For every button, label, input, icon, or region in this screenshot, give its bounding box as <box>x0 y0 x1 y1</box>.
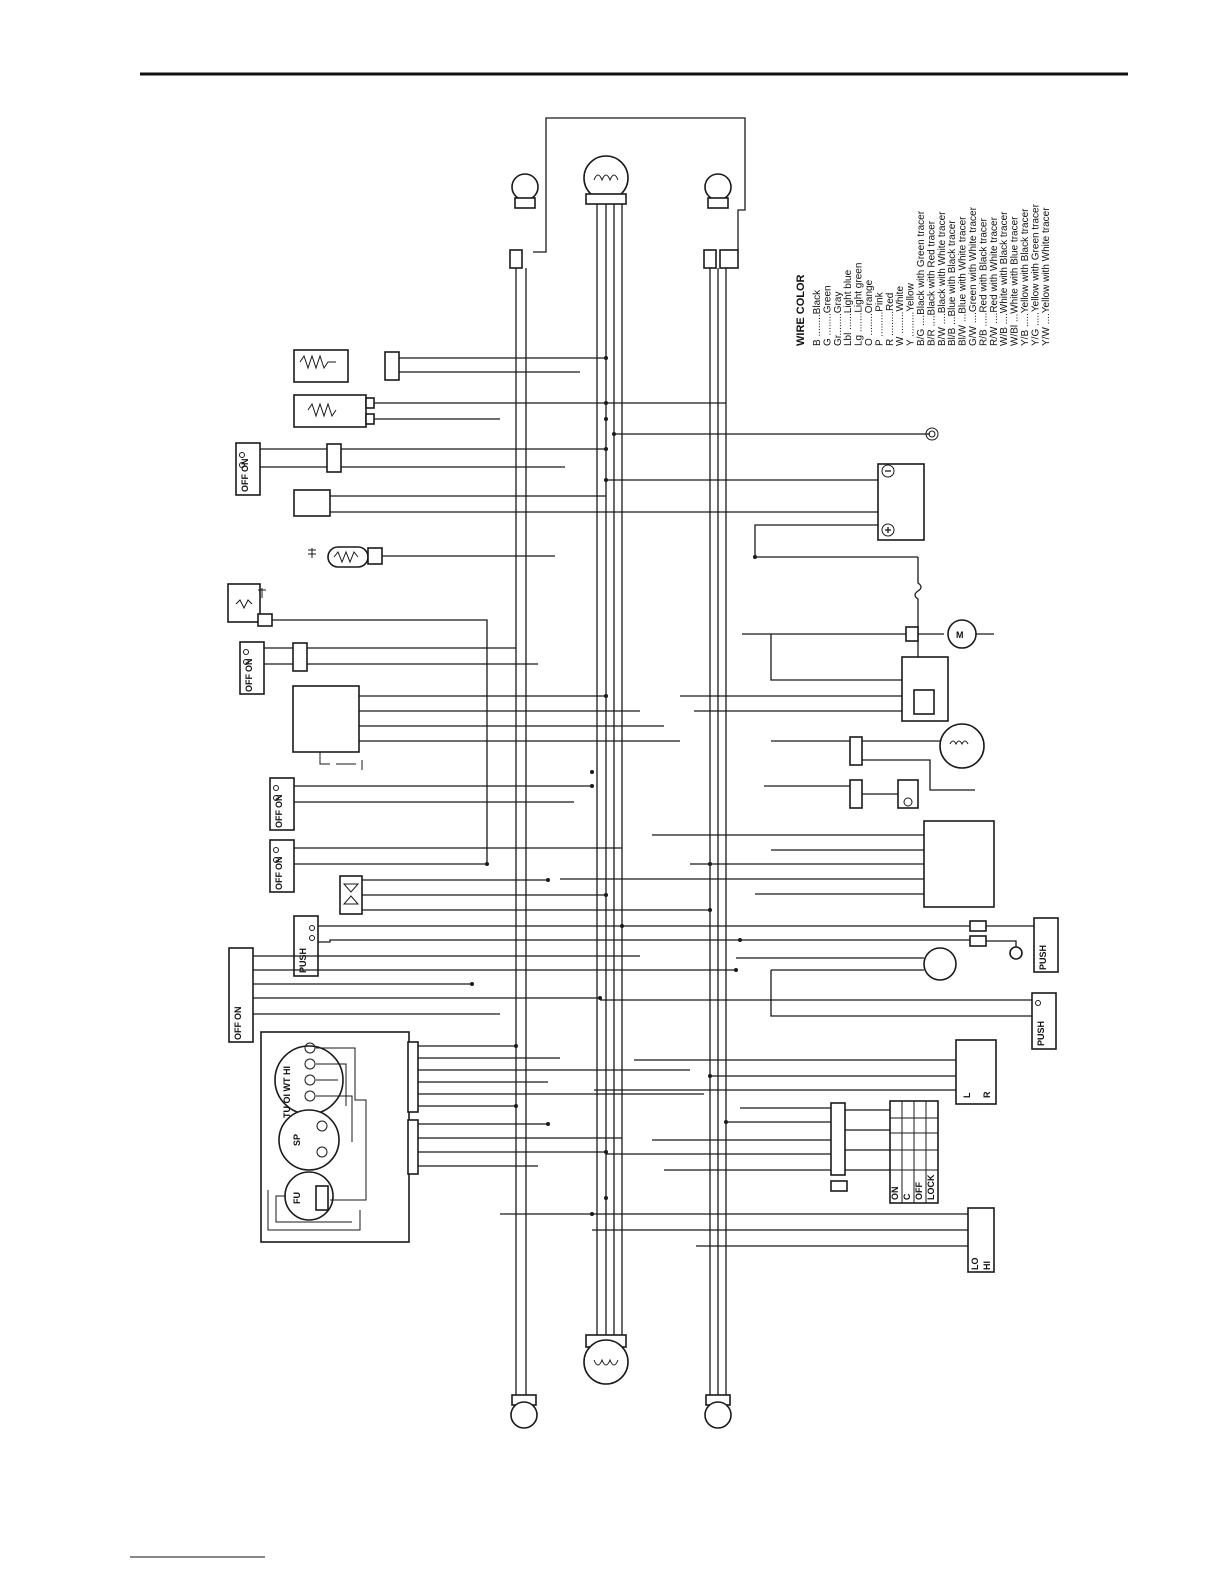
starter-relay <box>680 634 949 722</box>
legend-entry: Lbl ......Light blue <box>843 269 854 346</box>
legend-entry: Y/B .....Yellow with Black tracer <box>1020 208 1031 346</box>
diode-assembly <box>339 875 710 915</box>
speedometer-label: SP <box>292 1134 302 1146</box>
junction-dots <box>470 356 757 1216</box>
horn <box>736 947 1032 1017</box>
legend-entry: B/G ....Black with Green tracer <box>916 210 927 346</box>
ground-symbol-top <box>614 427 939 441</box>
push-switch-right: PUSH <box>969 917 1059 973</box>
legend-entry: W/Bl ...White with Blue tracer <box>1010 216 1021 346</box>
throttle-sensor <box>293 349 606 383</box>
indicator-label: TU OI WT HI <box>282 1066 292 1118</box>
taillight-bulb <box>583 1334 629 1385</box>
turn-signal-switch: L R <box>594 1039 997 1105</box>
legend-entry: R .........Red <box>885 293 896 346</box>
on-off-switch-2: OFF ON <box>239 641 538 695</box>
legend-entry: P .........Pink <box>874 291 885 346</box>
legend-entry: Y/G .....Yellow with Green tracer <box>1030 203 1041 346</box>
main-harness <box>515 204 727 1395</box>
legend-entry: B/R ....Black with Red tracer <box>926 220 937 346</box>
switch-off-label: OFF <box>240 474 250 492</box>
ignition-switch: ON C OFF LOCK <box>606 1100 939 1204</box>
svg-text:ON: ON <box>274 857 284 871</box>
legend-entry: O ........Orange <box>864 279 875 346</box>
left-top-bulb <box>509 173 539 269</box>
on-off-switch-3: OFF ON <box>269 777 592 831</box>
svg-text:ON: ON <box>233 1007 243 1021</box>
svg-text:OFF: OFF <box>244 674 254 692</box>
resistor-unit <box>293 394 726 428</box>
dimmer-switch: LO HI <box>500 1207 995 1273</box>
legend-title: WIRE COLOR <box>795 274 807 346</box>
ignition-c-label: C <box>902 1193 912 1200</box>
legend-entry: W/B ....White with Black tracer <box>999 211 1010 346</box>
switch-on-label: ON <box>240 459 250 473</box>
meter-cluster: TU OI WT HI SP FU <box>260 1031 419 1243</box>
svg-text:PUSH: PUSH <box>1036 1021 1046 1046</box>
legend-entry: Y .........Yellow <box>906 282 917 346</box>
diode-unit <box>293 489 878 517</box>
dimmer-lo-label: LO <box>970 1258 980 1271</box>
motor-label: M <box>956 630 964 640</box>
legend-entry: G/W ....Green with White tracer <box>968 206 979 346</box>
right-top-bulb <box>703 173 739 269</box>
legend-entry: Y/W ....Yellow with White tracer <box>1041 207 1052 346</box>
legend-entry: B ........Black <box>812 289 823 346</box>
legend-entry: W ........White <box>895 286 906 346</box>
push-switch-1: PUSH <box>293 915 970 977</box>
ignition-lock-label: LOCK <box>926 1174 936 1200</box>
svg-text:OFF: OFF <box>274 872 284 890</box>
headlight-bulb <box>583 155 629 205</box>
legend-entry: G ........Green <box>822 285 833 346</box>
battery <box>606 463 925 541</box>
ignition-on-label: ON <box>890 1187 900 1201</box>
svg-text:OFF: OFF <box>274 810 284 828</box>
svg-text:PUSH: PUSH <box>1038 945 1048 970</box>
multi-switch-left: OFF ON <box>228 947 736 1043</box>
legend-entry: Lg .......Light green <box>854 263 865 346</box>
starter-relay-fuse <box>754 524 922 660</box>
meter-harness-wires <box>418 1045 704 1167</box>
push-switch-2: PUSH <box>600 992 1057 1050</box>
fuel-gauge-label: FU <box>292 1192 302 1204</box>
svg-text:OFF: OFF <box>233 1022 243 1040</box>
on-off-switch-4: OFF ON <box>269 839 622 893</box>
turn-left-label: L <box>962 1092 972 1098</box>
left-bottom-bulb <box>510 1394 538 1429</box>
dimmer-hi-label: HI <box>982 1261 992 1270</box>
ignition-off-label: OFF <box>914 1182 924 1200</box>
legend-entry: Bl/B ...Blue with Black tracer <box>947 220 958 346</box>
starter-motor: M <box>742 619 994 649</box>
legend-entry: R/B .....Red with Black tracer <box>978 218 989 346</box>
legend-entry: B/W ....Black with White tracer <box>937 211 948 346</box>
fuel-sender <box>227 583 488 865</box>
legend-entry: Bl/W ...Blue with White tracer <box>958 216 969 346</box>
ignition-coil <box>771 723 985 791</box>
legend-entry: Gr........Gray <box>833 292 844 346</box>
neutral-switch <box>764 779 919 809</box>
on-off-switch-1: OFF ON <box>235 442 606 496</box>
legend-entry: R/W ....Red with White tracer <box>989 216 1000 346</box>
right-bottom-bulb <box>704 1394 732 1429</box>
heater-element <box>308 546 555 568</box>
cdi-unit <box>292 685 680 770</box>
turn-right-label: R <box>982 1091 992 1098</box>
regulator-rectifier <box>560 820 995 908</box>
svg-text:PUSH: PUSH <box>298 948 308 973</box>
svg-text:ON: ON <box>244 659 254 673</box>
svg-text:ON: ON <box>274 795 284 809</box>
